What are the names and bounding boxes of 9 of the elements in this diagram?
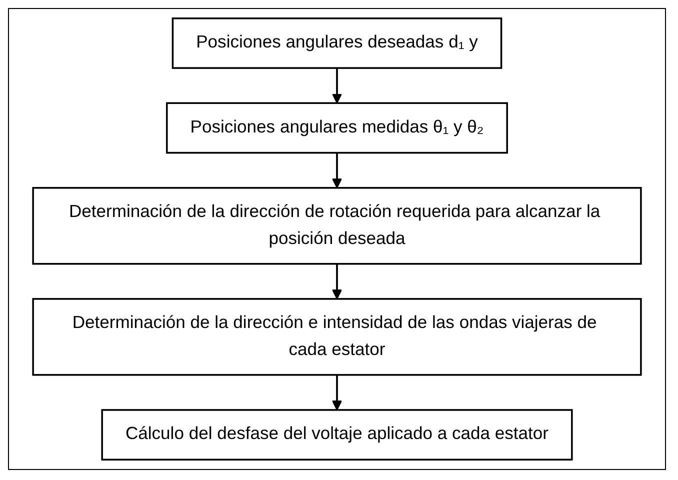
process-box: Determinación de la dirección e intensidad de las ondas viajeras de cada estator [32,298,642,376]
process-box: Cálculo del desfase del voltaje aplicado a cada estator [101,409,573,461]
arrow [332,264,342,300]
arrow [332,68,342,104]
arrow [332,152,342,188]
process-box: Determinación de la dirección de rotación requerida para alcanzar la posición deseada [32,186,642,265]
arrow [332,374,342,410]
process-box: Posiciones angulares medidas θ₁ y θ₂ [166,102,508,154]
process-box: Posiciones angulares deseadas d₁ y [172,17,502,69]
